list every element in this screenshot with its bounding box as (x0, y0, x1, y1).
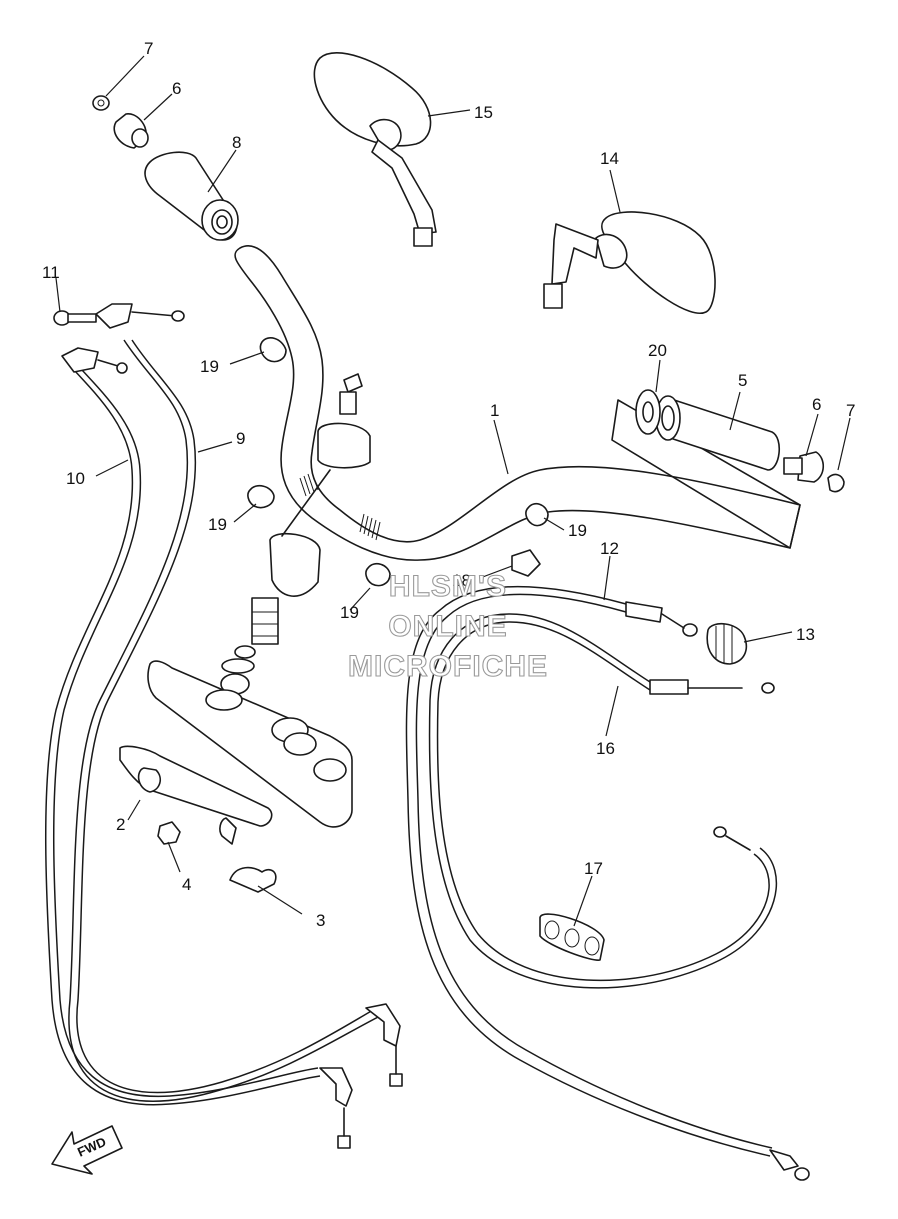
lower-bracket (147, 660, 353, 828)
cable-clamp-3 (229, 866, 277, 893)
callout-11: 11 (42, 263, 60, 282)
clamp-18 (511, 549, 541, 577)
grip-left (144, 151, 239, 241)
callout-14: 14 (600, 149, 619, 168)
callout-17: 17 (584, 859, 603, 878)
collar (635, 389, 661, 435)
callout-7-right: 7 (846, 401, 855, 420)
throttle-cable-10 (45, 369, 353, 1149)
callout-6-left: 6 (172, 79, 181, 98)
nut-right (827, 473, 845, 493)
handlebar (234, 245, 801, 561)
cable-end-9 (95, 303, 133, 329)
bar-end-weight-right (783, 451, 825, 483)
watermark-line-3: MICROFICHE (348, 650, 548, 683)
nut-left (92, 95, 110, 111)
upper-holder (251, 373, 371, 645)
callout-1: 1 (490, 401, 499, 420)
clip-19c (365, 562, 391, 587)
bar-end-weight-left (113, 113, 149, 149)
boot-13 (706, 623, 748, 665)
callout-13: 13 (796, 625, 815, 644)
callout-18: 18 (452, 571, 471, 590)
callout-19-a: 19 (200, 357, 219, 376)
callout-8: 8 (232, 133, 241, 152)
callout-3: 3 (316, 911, 325, 930)
watermark-line-1: HLSM'S (389, 570, 507, 603)
clip-19a (259, 337, 287, 363)
clutch-cable-12 (405, 585, 810, 1181)
callout-19-c: 19 (340, 603, 359, 622)
cable-end-10 (61, 347, 99, 373)
clip-19d (525, 502, 549, 527)
callout-15: 15 (474, 103, 493, 122)
callout-19-d: 19 (568, 521, 587, 540)
cable-holder-17 (539, 913, 605, 961)
watermark: HLSM'S ONLINE MICROFICHE (347, 569, 548, 683)
bolt-11 (53, 310, 97, 326)
callout-16: 16 (596, 739, 615, 758)
callout-2: 2 (116, 815, 125, 834)
callout-7-left: 7 (144, 39, 153, 58)
mirror-right (543, 211, 716, 315)
clip-19b (247, 484, 275, 509)
callout-6-right: 6 (812, 395, 821, 414)
mirror-left (313, 52, 437, 247)
callout-19-b: 19 (208, 515, 227, 534)
watermark-line-2: ONLINE (388, 610, 507, 643)
fwd-arrow-icon: FWD (51, 1125, 123, 1175)
callout-4: 4 (182, 875, 191, 894)
cable-16 (428, 613, 778, 989)
leader-lines (55, 55, 851, 927)
callout-20: 20 (648, 341, 667, 360)
callout-12: 12 (600, 539, 619, 558)
callout-5: 5 (738, 371, 747, 390)
cable-guide-bracket (119, 745, 273, 845)
washer (221, 658, 255, 674)
nut-4 (157, 821, 181, 845)
throttle-cable-9 (68, 339, 403, 1102)
callout-9: 9 (236, 429, 245, 448)
throttle-grip (655, 395, 780, 471)
callout-10: 10 (66, 469, 85, 488)
washer-small (234, 645, 256, 659)
